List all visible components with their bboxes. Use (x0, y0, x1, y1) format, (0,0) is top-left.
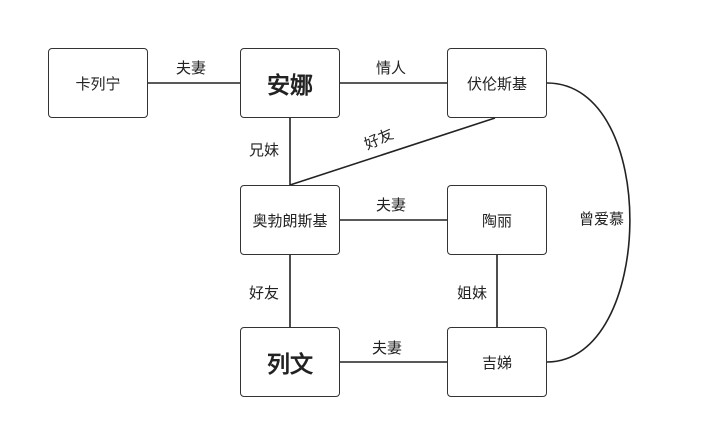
edge-label-vronsky-kitty: 曾爱慕 (579, 210, 625, 228)
node-vronsky-label: 伏伦斯基 (466, 74, 527, 93)
node-kitty-label: 吉娣 (481, 353, 512, 372)
edge-label-levin-kitty: 夫妻 (372, 339, 403, 357)
node-dolly-label: 陶丽 (481, 211, 512, 230)
edge-vronsky-kitty (546, 82, 631, 363)
node-karenin: 卡列宁 (48, 48, 148, 118)
edge-vronsky-oblonsky (289, 117, 496, 186)
edge-label-dolly-kitty: 姐妹 (457, 284, 488, 302)
edge-label-anna-vronsky: 情人 (376, 59, 407, 77)
node-levin: 列文 (240, 327, 340, 397)
node-kitty: 吉娣 (447, 327, 547, 397)
edge-label-anna-oblonsky: 兄妹 (249, 141, 280, 159)
edge-label-karenin-anna: 夫妻 (176, 59, 207, 77)
node-levin-label: 列文 (267, 352, 313, 378)
node-dolly: 陶丽 (447, 185, 547, 255)
node-oblonsky-label: 奥勃朗斯基 (252, 211, 328, 230)
node-karenin-label: 卡列宁 (75, 74, 121, 93)
node-vronsky: 伏伦斯基 (447, 48, 547, 118)
node-anna-label: 安娜 (267, 73, 313, 99)
node-anna: 安娜 (240, 48, 340, 118)
edge-label-oblonsky-dolly: 夫妻 (376, 196, 407, 214)
edge-label-oblonsky-levin: 好友 (249, 284, 280, 302)
node-oblonsky: 奥勃朗斯基 (240, 185, 340, 255)
